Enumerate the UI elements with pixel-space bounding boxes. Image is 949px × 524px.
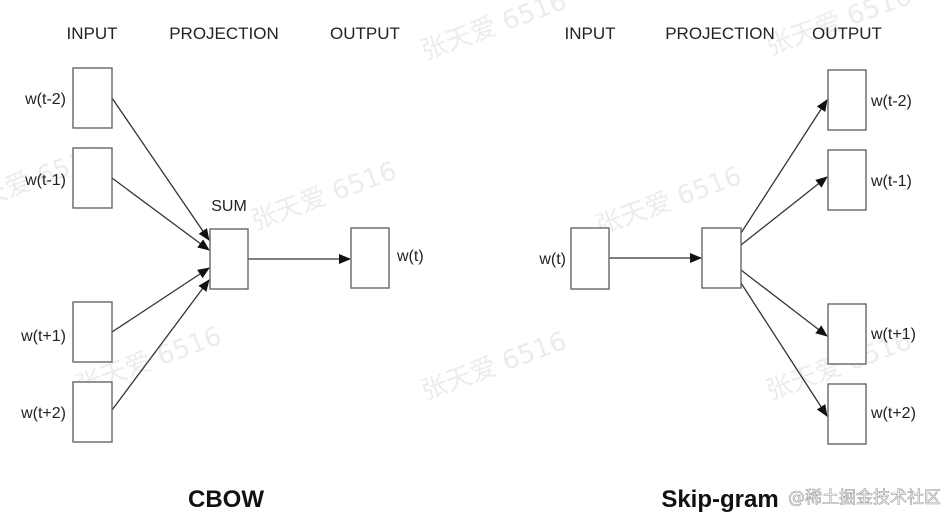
skipgram-output-node <box>827 149 867 211</box>
skipgram-edge <box>740 176 828 246</box>
watermark-layer: 张天爱 6516 张天爱 6516 张天爱 6516 张天爱 6516 张天爱 … <box>0 0 916 407</box>
skipgram-edge <box>740 99 828 234</box>
cbow-input-node <box>72 381 113 443</box>
skipgram-output-node <box>827 303 867 365</box>
skipgram-output-label: w(t-2) <box>870 93 912 110</box>
skipgram-projection-header: PROJECTION <box>665 24 775 43</box>
cbow-input-header: INPUT <box>67 24 118 43</box>
cbow-input-label: w(t-1) <box>24 172 66 189</box>
skipgram-projection-node <box>701 227 742 289</box>
skipgram-output-label: w(t+1) <box>870 326 916 343</box>
skipgram-edge <box>740 282 828 417</box>
cbow-projection-node <box>209 228 249 290</box>
cbow-edge <box>111 267 210 333</box>
cbow-input-label: w(t+2) <box>20 405 66 422</box>
skipgram-output-label: w(t-1) <box>870 173 912 190</box>
cbow-output-header: OUTPUT <box>330 24 400 43</box>
cbow-edge <box>111 279 210 411</box>
cbow-output-label: w(t) <box>396 248 424 265</box>
watermark: 张天爱 6516 <box>247 156 401 236</box>
cbow-input-label: w(t-2) <box>24 91 66 108</box>
skipgram-input-label: w(t) <box>538 251 566 268</box>
cbow-input-node <box>72 147 113 209</box>
brand-watermark: @稀土掘金技术社区 <box>788 488 941 508</box>
cbow-input-node <box>72 301 113 363</box>
skipgram-edge <box>740 269 828 337</box>
cbow-model: INPUT PROJECTION OUTPUT w(t-2) w(t-1) w(… <box>20 24 424 513</box>
cbow-edge <box>111 97 210 241</box>
skipgram-output-label: w(t+2) <box>870 405 916 422</box>
cbow-input-node <box>72 67 113 129</box>
skipgram-model: INPUT PROJECTION OUTPUT w(t) w(t-2) w(t-… <box>538 24 916 513</box>
skipgram-input-node <box>570 227 610 290</box>
cbow-input-label: w(t+1) <box>20 328 66 345</box>
skipgram-input-header: INPUT <box>565 24 616 43</box>
skipgram-output-node <box>827 383 867 445</box>
watermark: 张天爱 6516 <box>417 0 571 67</box>
watermark: 张天爱 6516 <box>417 326 571 406</box>
cbow-projection-header: PROJECTION <box>169 24 279 43</box>
cbow-edge <box>111 177 210 251</box>
skipgram-output-node <box>827 69 867 131</box>
cbow-title: CBOW <box>188 486 264 513</box>
skipgram-title: Skip-gram <box>661 486 778 513</box>
skipgram-output-header: OUTPUT <box>812 24 882 43</box>
cbow-sum-label: SUM <box>211 198 247 215</box>
cbow-output-node <box>350 227 390 289</box>
